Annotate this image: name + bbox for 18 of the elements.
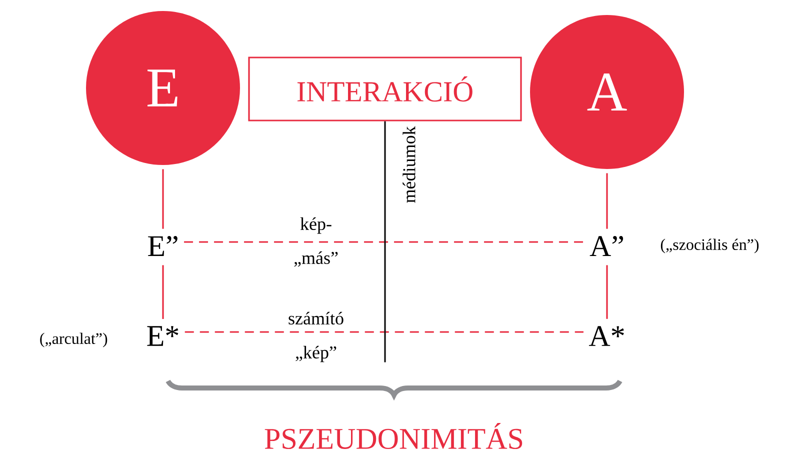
connector-line (606, 265, 608, 319)
connector-line (184, 241, 584, 243)
letter-label: E* (147, 326, 178, 346)
note-text: („arculat”) (40, 332, 108, 348)
letter-label: A* (588, 326, 624, 346)
letter-label: E” (148, 236, 178, 256)
letter-label: A” (590, 236, 624, 256)
edge-label: kép- „más” (294, 217, 338, 267)
edge-label: médiumok (402, 126, 416, 203)
group-label: PSZEUDONIMITÁS (264, 422, 522, 450)
label-box: INTERAKCIÓ (248, 56, 522, 122)
connector-line (384, 121, 386, 362)
edge-label: számító „kép” (288, 312, 344, 362)
connector-line (606, 173, 608, 229)
connector-line (162, 169, 164, 229)
connector-line (162, 265, 164, 319)
note-text: („szociális én”) (660, 238, 759, 254)
connector-line (184, 331, 584, 333)
